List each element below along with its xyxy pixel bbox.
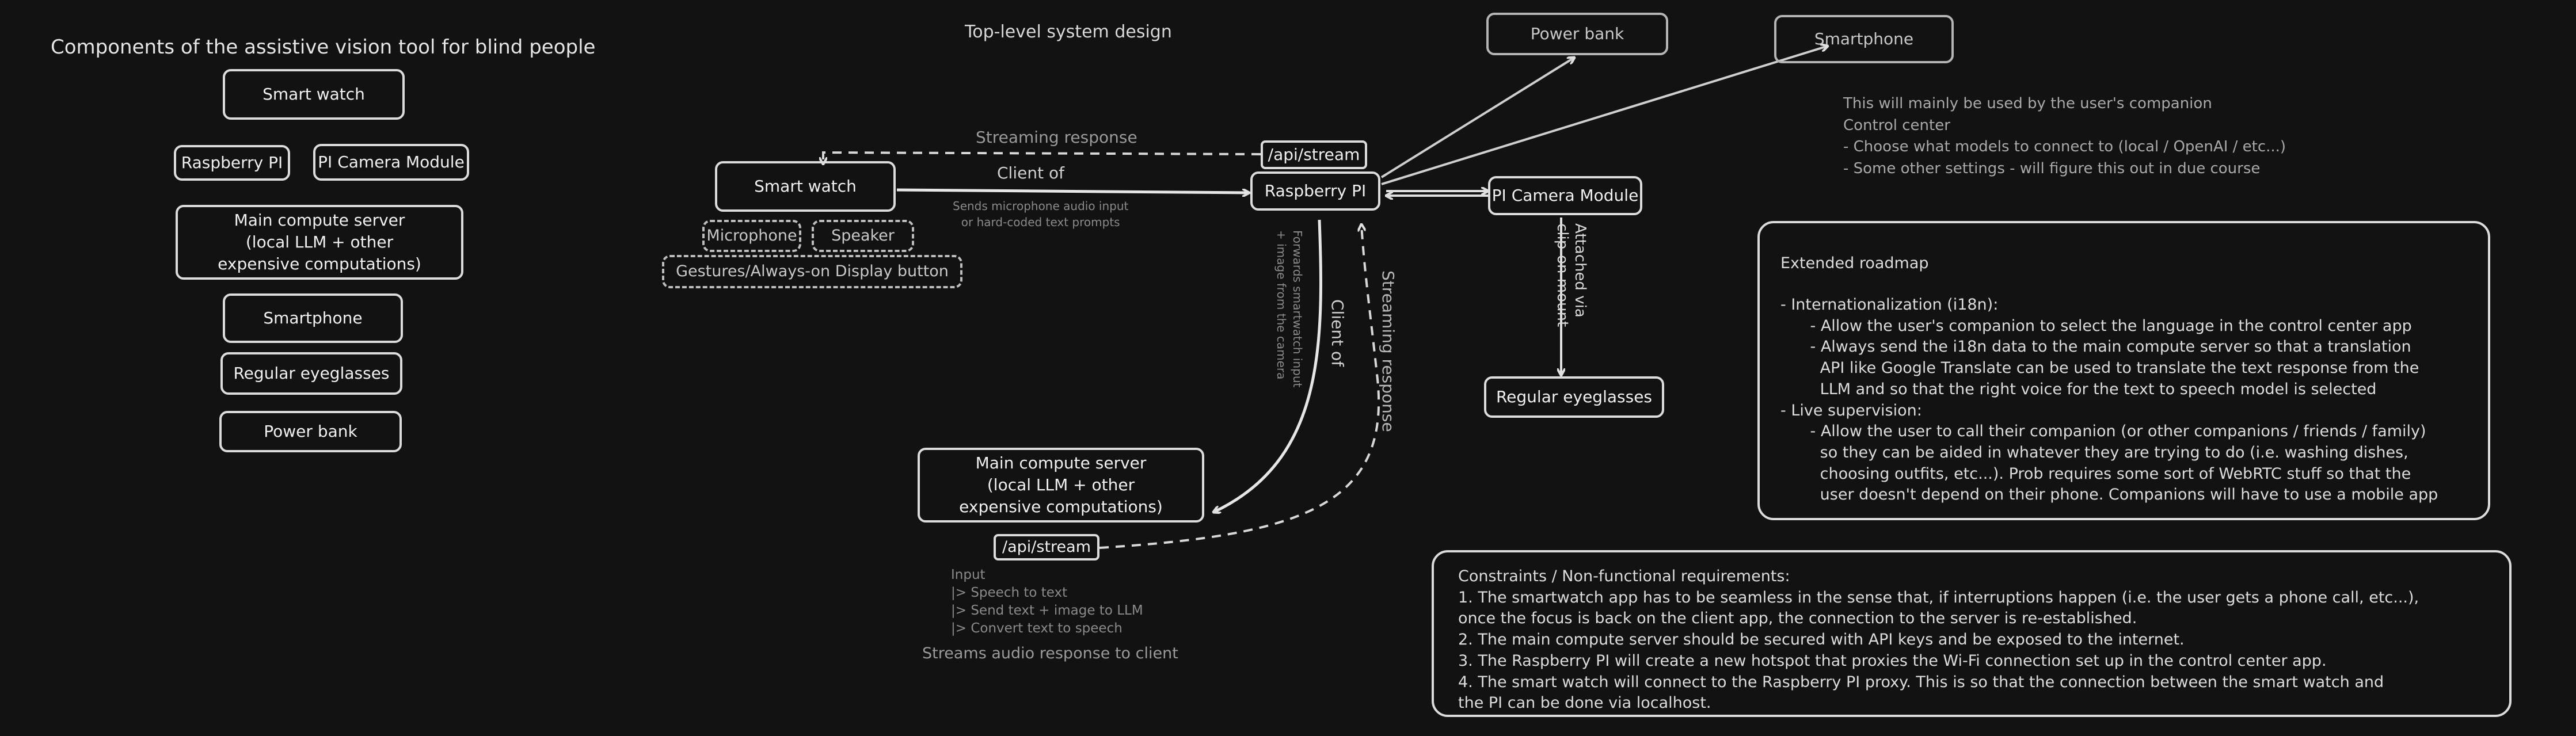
components-title: Components of the assistive vision tool … xyxy=(51,36,596,59)
roadmap-title: Extended roadmap xyxy=(1780,254,1929,272)
label-streaming-response-vertical: Streaming response xyxy=(1379,270,1398,432)
component-raspberry-pi: Raspberry PI xyxy=(174,145,290,181)
main-server-node: Main compute server (local LLM + other e… xyxy=(918,448,1204,523)
api-stream-top: /api/stream xyxy=(1261,140,1367,169)
label-client-of-top: Client of xyxy=(997,163,1064,182)
component-eyeglasses: Regular eyeglasses xyxy=(220,352,402,395)
component-pi-camera: PI Camera Module xyxy=(313,144,469,181)
constraints-body: Constraints / Non-functional requirement… xyxy=(1458,567,2419,712)
label-client-of-vertical: Client of xyxy=(1328,299,1347,367)
component-smartphone: Smartphone xyxy=(223,293,403,343)
arrow-pi-to-server xyxy=(1213,219,1322,512)
eyeglasses-node: Regular eyeglasses xyxy=(1484,376,1664,418)
smartphone-node: Smartphone xyxy=(1774,15,1954,63)
roadmap-body: - Internationalization (i18n): - Allow t… xyxy=(1780,296,2438,504)
constraints-box: Constraints / Non-functional requirement… xyxy=(1432,550,2512,717)
arrow-pi-to-smartphone xyxy=(1381,46,1828,185)
smartphone-notes: This will mainly be used by the user's c… xyxy=(1843,95,2286,178)
streams-audio-label: Streams audio response to client xyxy=(922,645,1178,662)
component-power-bank: Power bank xyxy=(219,411,402,452)
label-sends-audio: Sends microphone audio input or hard-cod… xyxy=(953,199,1129,229)
arrow-watch-to-pi xyxy=(896,188,1249,193)
input-notes: Input |> Speech to text |> Send text + i… xyxy=(951,567,1143,636)
speaker-node: Speaker xyxy=(812,220,914,252)
label-forwards: Forwards smartwatch input + image from t… xyxy=(1274,230,1304,388)
arrow-pi-to-watch-stream xyxy=(823,151,1261,164)
component-main-server: Main compute server (local LLM + other e… xyxy=(176,205,463,280)
raspberry-pi-node: Raspberry PI xyxy=(1250,171,1380,211)
component-smart-watch: Smart watch xyxy=(223,69,405,120)
power-bank-node: Power bank xyxy=(1486,13,1668,55)
design-title: Top-level system design xyxy=(965,22,1172,42)
arrow-pi-to-powerbank xyxy=(1380,58,1574,178)
smart-watch-node: Smart watch xyxy=(715,161,896,212)
label-attached-via: Attached via clip-on mount xyxy=(1553,223,1589,327)
api-stream-bottom: /api/stream xyxy=(994,534,1099,560)
roadmap-box: Extended roadmap - Internationalization … xyxy=(1757,221,2490,520)
microphone-node: Microphone xyxy=(702,220,801,252)
gestures-node: Gestures/Always-on Display button xyxy=(662,255,962,288)
pi-camera-node: PI Camera Module xyxy=(1488,176,1642,215)
label-streaming-response-top: Streaming response xyxy=(976,128,1137,147)
arrow-server-to-pi-stream xyxy=(1099,224,1380,549)
